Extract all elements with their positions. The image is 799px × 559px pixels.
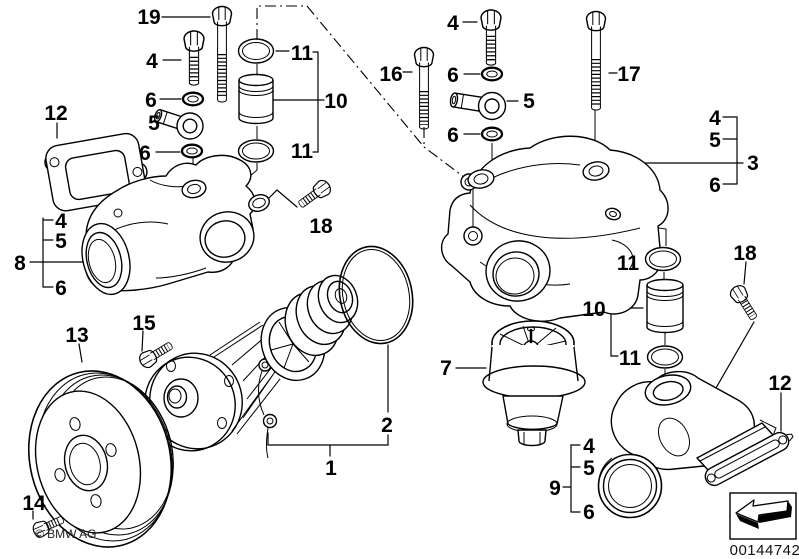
- part-7-thermostat: [482, 320, 586, 447]
- part-label-6-37: 6: [583, 501, 595, 524]
- part-callouts: 1946561211101116465617453618458613151412…: [14, 6, 792, 524]
- part-label-4-1: 4: [146, 50, 158, 73]
- part-label-1-27: 1: [325, 457, 337, 480]
- part-6-washer: [181, 91, 205, 107]
- part-label-5-3: 5: [148, 112, 160, 135]
- part-label-6-13: 6: [447, 124, 459, 147]
- part-4-bolt-left: [183, 30, 205, 86]
- part-label-15-25: 15: [132, 312, 156, 335]
- part-16-bolt: [413, 46, 435, 130]
- part-14-bolt: [32, 516, 64, 538]
- part-label-18-33: 18: [733, 242, 757, 265]
- part-label-19-0: 19: [137, 6, 160, 29]
- part-label-6-18: 6: [709, 174, 721, 197]
- part-label-13-24: 13: [65, 324, 88, 347]
- part-label-9-36: 9: [549, 477, 561, 500]
- part-11-o-ring: [237, 38, 275, 64]
- part-label-4-15: 4: [709, 107, 721, 130]
- part-label-11-6: 11: [291, 42, 314, 65]
- part-label-11-8: 11: [291, 140, 314, 163]
- part-label-12-38: 12: [768, 372, 791, 395]
- part-5-banjo-fitting-center: [449, 91, 507, 121]
- assembly-axis-lines: [256, 5, 469, 181]
- part-label-5-21: 5: [55, 230, 67, 253]
- part-11-o-ring: [237, 139, 275, 163]
- direction-arrow-box: [729, 492, 797, 540]
- part-5-banjo-fitting-left: [154, 108, 204, 140]
- part-19-bolt: [211, 5, 233, 103]
- part-label-11-32: 11: [619, 347, 642, 370]
- part-label-8-22: 8: [14, 252, 26, 275]
- part-6-washer: [180, 143, 204, 159]
- part-label-16-9: 16: [379, 63, 402, 86]
- part-label-6-4: 6: [139, 142, 151, 165]
- part-12-gasket-right: [704, 431, 794, 487]
- part-label-5-12: 5: [523, 90, 535, 113]
- part-4-bolt-center: [480, 9, 502, 66]
- part-18-bolt-left: [298, 179, 331, 208]
- part-10-sleeve: [646, 278, 684, 334]
- part-label-4-20: 4: [55, 210, 67, 233]
- image-number: 00144742: [730, 542, 799, 559]
- part-2-o-ring: [338, 245, 414, 345]
- part-label-3-17: 3: [747, 152, 759, 175]
- part-label-10-30: 10: [582, 298, 605, 321]
- part-11-o-ring: [644, 246, 682, 272]
- part-label-4-10: 4: [447, 12, 459, 35]
- part-label-10-7: 10: [324, 90, 347, 113]
- part-8-thermostat-housing: [81, 154, 270, 296]
- part-3-housing-cover: [441, 135, 669, 322]
- part-label-7-29: 7: [440, 357, 452, 380]
- part-label-6-23: 6: [55, 277, 67, 300]
- part-9-connecting-elbow: [597, 371, 777, 519]
- part-label-12-5: 12: [44, 102, 67, 125]
- direction-arrow-icon: [735, 499, 792, 529]
- part-15-bolt: [139, 342, 173, 369]
- part-label-17-14: 17: [617, 63, 640, 86]
- part-6-washer: [480, 66, 504, 82]
- part-10-sleeve: [238, 73, 274, 125]
- part-13-pulley: [27, 370, 174, 548]
- part-label-6-2: 6: [145, 89, 157, 112]
- part-11-o-ring: [646, 345, 684, 369]
- part-label-18-19: 18: [309, 215, 333, 238]
- part-label-5-35: 5: [583, 457, 595, 480]
- part-label-14-26: 14: [22, 492, 46, 515]
- part-label-11-31: 11: [617, 252, 640, 275]
- part-label-5-16: 5: [709, 129, 721, 152]
- part-6-washer: [480, 126, 504, 142]
- part-17-bolt: [585, 10, 607, 111]
- part-18-bolt-right: [729, 285, 758, 320]
- copyright-text: © BMW AG: [35, 527, 97, 541]
- part-label-2-28: 2: [381, 414, 393, 437]
- part-label-6-11: 6: [447, 64, 459, 87]
- part-label-4-34: 4: [583, 435, 595, 458]
- part-drawings: [27, 5, 794, 548]
